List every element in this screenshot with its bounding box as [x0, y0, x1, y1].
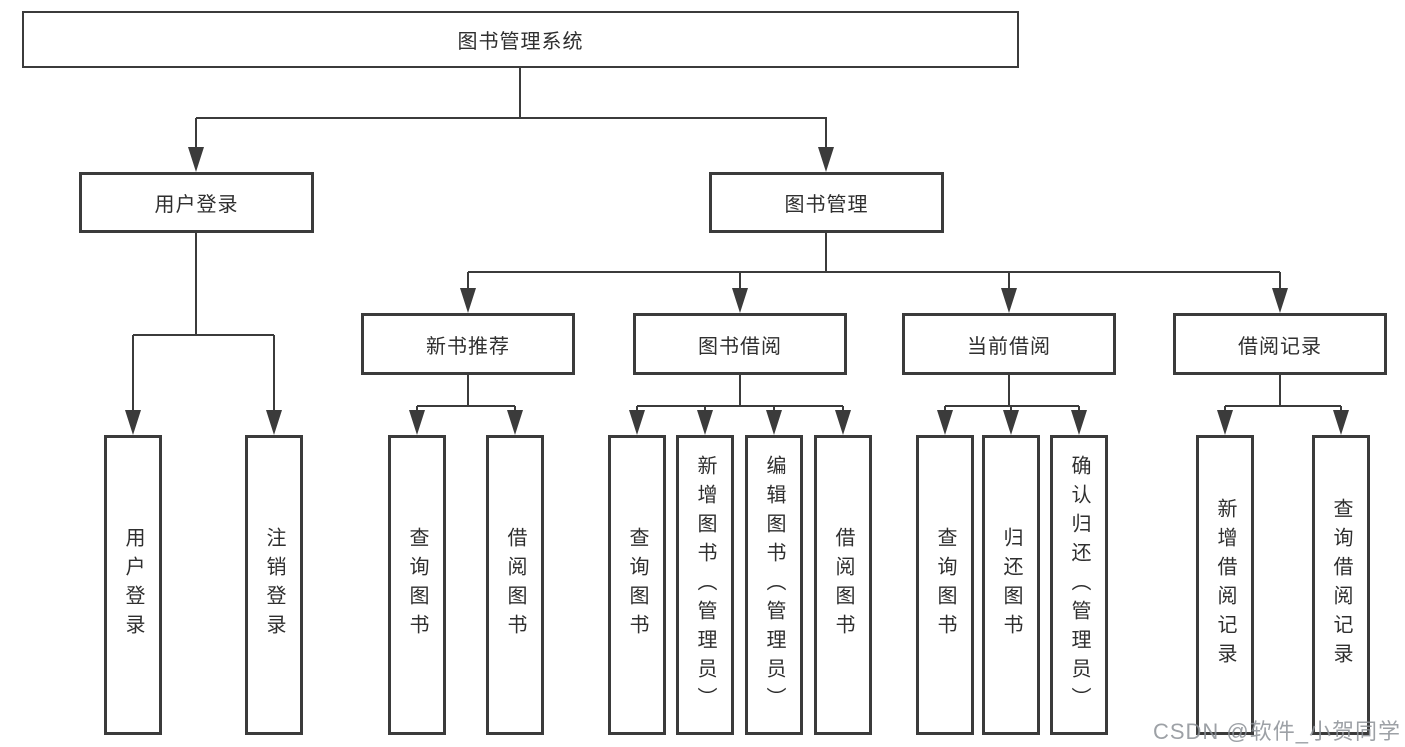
leaf-confirm-return-admin: 确认归还（管理员） [1050, 435, 1108, 735]
node-root: 图书管理系统 [22, 11, 1019, 68]
node-borrow-records: 借阅记录 [1173, 313, 1387, 375]
node-new-book-recommend: 新书推荐 [361, 313, 575, 375]
leaf-borrow-books-1-label: 借阅图书 [504, 527, 526, 643]
leaf-query-books-3: 查询图书 [916, 435, 974, 735]
node-book-management-label: 图书管理 [784, 194, 869, 216]
leaf-logout-label: 注销登录 [263, 527, 285, 643]
leaf-return-books-label: 归还图书 [1000, 527, 1022, 643]
node-borrow-records-label: 借阅记录 [1238, 335, 1322, 358]
leaf-user-login: 用户登录 [104, 435, 162, 735]
leaf-add-books-admin-label: 新增图书（管理员） [694, 454, 716, 716]
leaf-edit-books-admin-label: 编辑图书（管理员） [763, 454, 785, 716]
leaf-confirm-return-admin-label: 确认归还（管理员） [1068, 454, 1090, 716]
node-current-borrow: 当前借阅 [902, 313, 1116, 375]
leaf-borrow-books-2: 借阅图书 [814, 435, 872, 735]
leaf-add-books-admin: 新增图书（管理员） [676, 435, 734, 735]
node-user-login: 用户登录 [79, 172, 314, 233]
node-book-borrow-label: 图书借阅 [698, 335, 782, 358]
leaf-add-borrow-record-label: 新增借阅记录 [1214, 498, 1236, 672]
leaf-add-borrow-record: 新增借阅记录 [1196, 435, 1254, 735]
node-book-management: 图书管理 [709, 172, 944, 233]
leaf-user-login-label: 用户登录 [122, 527, 144, 643]
leaf-borrow-books-1: 借阅图书 [486, 435, 544, 735]
csdn-watermark: CSDN @软件_小贺同学 [1152, 719, 1401, 744]
node-book-borrow: 图书借阅 [633, 313, 847, 375]
node-new-book-recommend-label: 新书推荐 [426, 335, 510, 358]
leaf-logout: 注销登录 [245, 435, 303, 735]
leaf-query-borrow-record: 查询借阅记录 [1312, 435, 1370, 735]
leaf-query-books-2-label: 查询图书 [626, 527, 648, 643]
node-root-label: 图书管理系统 [457, 31, 584, 53]
leaf-query-books-3-label: 查询图书 [934, 527, 956, 643]
leaf-edit-books-admin: 编辑图书（管理员） [745, 435, 803, 735]
leaf-query-borrow-record-label: 查询借阅记录 [1330, 498, 1352, 672]
leaf-borrow-books-2-label: 借阅图书 [832, 527, 854, 643]
leaf-query-books-1-label: 查询图书 [406, 527, 428, 643]
leaf-query-books-1: 查询图书 [388, 435, 446, 735]
leaf-query-books-2: 查询图书 [608, 435, 666, 735]
leaf-return-books: 归还图书 [982, 435, 1040, 735]
node-user-login-label: 用户登录 [154, 194, 239, 216]
node-current-borrow-label: 当前借阅 [967, 335, 1051, 358]
